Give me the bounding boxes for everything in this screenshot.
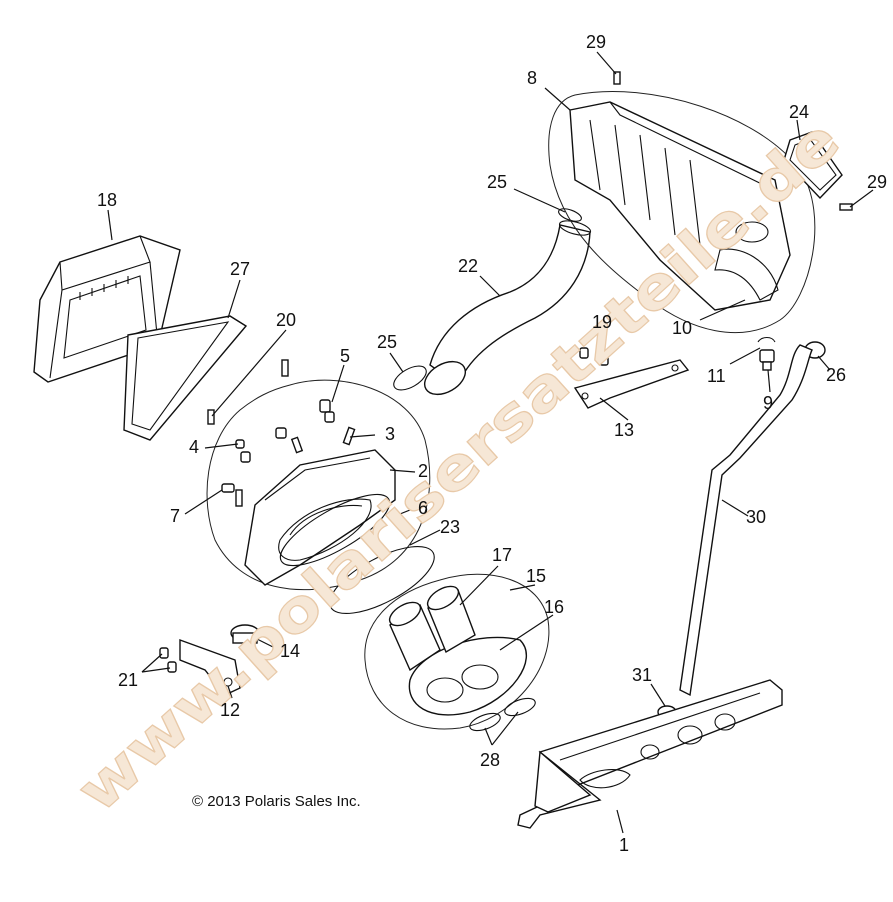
callout-29b: 29	[867, 172, 887, 192]
part-20-screw-b	[207, 409, 215, 425]
part-13-bracket	[573, 359, 690, 409]
callout-11: 11	[707, 366, 726, 386]
callout-30: 30	[746, 507, 766, 527]
zone-airbox-base	[206, 379, 431, 591]
part-23-o-ring	[329, 546, 435, 614]
part-28-clamps	[469, 697, 536, 732]
callout-29a: 29	[586, 32, 606, 52]
callout-24: 24	[789, 102, 809, 122]
callout-23: 23	[440, 517, 460, 537]
callout-20: 20	[276, 310, 296, 330]
callout-12: 12	[220, 700, 240, 720]
callout-25b: 25	[377, 332, 397, 352]
leader-lines	[107, 51, 874, 834]
callout-8: 8	[527, 68, 537, 88]
part-9-drain-valve	[759, 349, 775, 371]
callout-19: 19	[592, 312, 612, 332]
part-29-screw-b	[839, 203, 853, 211]
zone-airbox-outlet	[364, 573, 550, 730]
callout-17: 17	[492, 545, 512, 565]
part-25-clamp-a	[393, 365, 427, 391]
callout-13: 13	[614, 420, 634, 440]
part-10-airbox-housing	[569, 101, 791, 311]
part-25-clamp-b	[558, 208, 582, 222]
callout-16: 16	[544, 597, 564, 617]
part-24-gasket	[783, 131, 843, 200]
callout-25a: 25	[487, 172, 507, 192]
part-20-screw	[281, 359, 289, 377]
callout-31: 31	[632, 665, 652, 685]
callout-2: 2	[418, 461, 428, 481]
callout-6: 6	[418, 498, 428, 518]
callout-26: 26	[826, 365, 846, 385]
part-30-drain-tube	[679, 344, 813, 697]
zone-airbox-main	[548, 91, 816, 334]
part-21-screws	[159, 647, 177, 673]
callout-7: 7	[170, 506, 180, 526]
callout-9: 9	[763, 393, 773, 413]
part-3-pin	[342, 426, 356, 446]
part-27-air-filter	[123, 315, 248, 441]
part-29-screw-a	[613, 71, 621, 85]
part-22-intake-duct	[424, 220, 592, 396]
part-14-grommet	[230, 624, 260, 644]
callout-10: 10	[672, 318, 692, 338]
part-19-screw-a	[579, 347, 589, 359]
part-7-bolt	[221, 483, 235, 493]
part-1-mounting-plate	[517, 679, 783, 829]
part-11-clip	[757, 336, 776, 343]
part-5-grommet	[319, 399, 331, 413]
callout-5: 5	[340, 346, 350, 366]
callout-14: 14	[280, 641, 300, 661]
callout-22: 22	[458, 256, 478, 276]
callout-1: 1	[619, 835, 629, 855]
part-6-seal	[279, 493, 391, 567]
callout-3: 3	[385, 424, 395, 444]
part-17-outlet-tubes	[388, 585, 476, 672]
callout-21: 21	[118, 670, 138, 690]
callout-18: 18	[97, 190, 117, 210]
callout-15: 15	[526, 566, 546, 586]
callout-27: 27	[230, 259, 250, 279]
part-2-airbox-base	[244, 449, 396, 586]
hardware-small-parts	[207, 359, 356, 507]
callout-4: 4	[189, 437, 199, 457]
copyright-text: © 2013 Polaris Sales Inc.	[192, 793, 361, 810]
callout-labels: 1 2 3 4 5 6 7 8 9 10 11 12 13 14 15 16 1…	[97, 32, 887, 855]
callout-28: 28	[480, 750, 500, 770]
